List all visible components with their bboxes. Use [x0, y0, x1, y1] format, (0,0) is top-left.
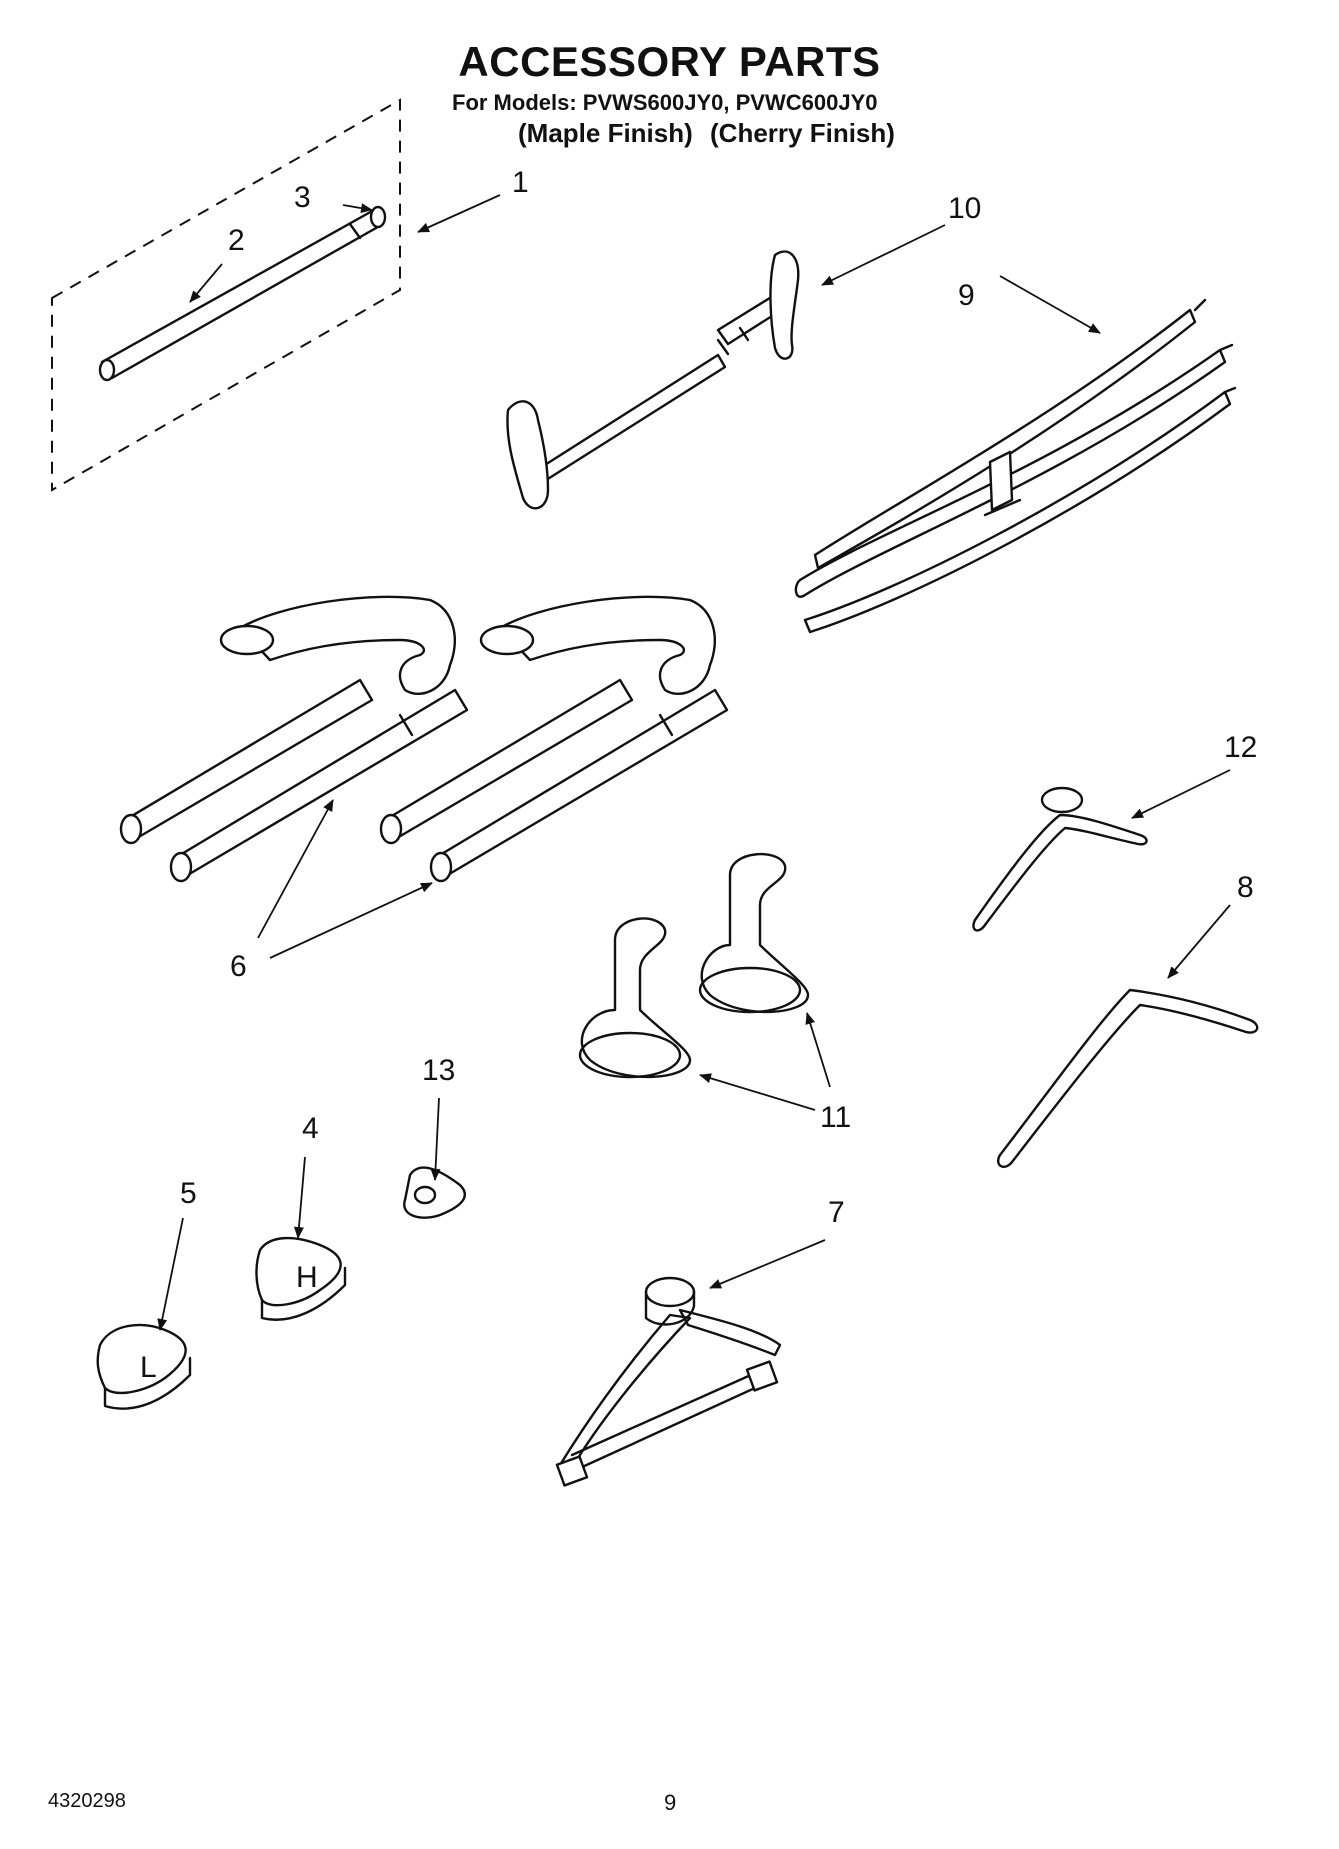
callout-2: 2 — [228, 224, 245, 257]
page-title: ACCESSORY PARTS — [458, 38, 881, 85]
part-9-frame-rails — [794, 298, 1237, 634]
svg-text:L: L — [140, 1351, 157, 1384]
callout-10: 10 — [948, 192, 981, 225]
part-7-garment-hanger — [555, 1276, 782, 1487]
callout-9: 9 — [958, 279, 975, 312]
part-10-handle-rod — [506, 250, 800, 510]
part-12-small-hanger — [972, 786, 1148, 932]
part-11-clip-right — [698, 852, 810, 1014]
callout-labels: 1 2 3 10 9 12 8 6 11 13 4 5 7 — [180, 166, 1257, 1229]
callout-12: 12 — [1224, 731, 1257, 764]
callout-8: 8 — [1237, 871, 1254, 904]
callout-3: 3 — [294, 181, 311, 214]
svg-text:H: H — [296, 1261, 318, 1294]
callout-11: 11 — [820, 1101, 851, 1134]
callout-5: 5 — [180, 1177, 197, 1210]
leader-lines — [157, 194, 1231, 1331]
part-8-long-hanger — [997, 988, 1259, 1169]
callout-6: 6 — [230, 950, 247, 983]
part-13-leveling-foot — [403, 1166, 466, 1219]
page-number: 9 — [664, 1790, 677, 1815]
callout-4: 4 — [302, 1112, 319, 1145]
part-11-clip-left — [578, 917, 692, 1079]
document-number: 4320298 — [48, 1790, 126, 1812]
part-6-left-bracket — [119, 595, 469, 883]
cherry-finish-label: (Cherry Finish) — [710, 118, 895, 148]
part-4-leveling-foot: H — [255, 1236, 347, 1321]
part-2-rod — [98, 205, 387, 382]
model-numbers: For Models: PVWS600JY0, PVWC600JY0 — [452, 90, 878, 115]
part-5-leveling-foot: L — [96, 1323, 192, 1410]
callout-7: 7 — [828, 1196, 845, 1229]
finish-labels: (Maple Finish) (Cherry Finish) — [518, 118, 905, 149]
callout-13: 13 — [422, 1054, 455, 1087]
part-6-right-bracket — [379, 595, 729, 883]
maple-finish-label: (Maple Finish) — [518, 118, 693, 148]
callout-1: 1 — [512, 166, 529, 199]
part-1-rod-assembly-box — [51, 98, 401, 492]
